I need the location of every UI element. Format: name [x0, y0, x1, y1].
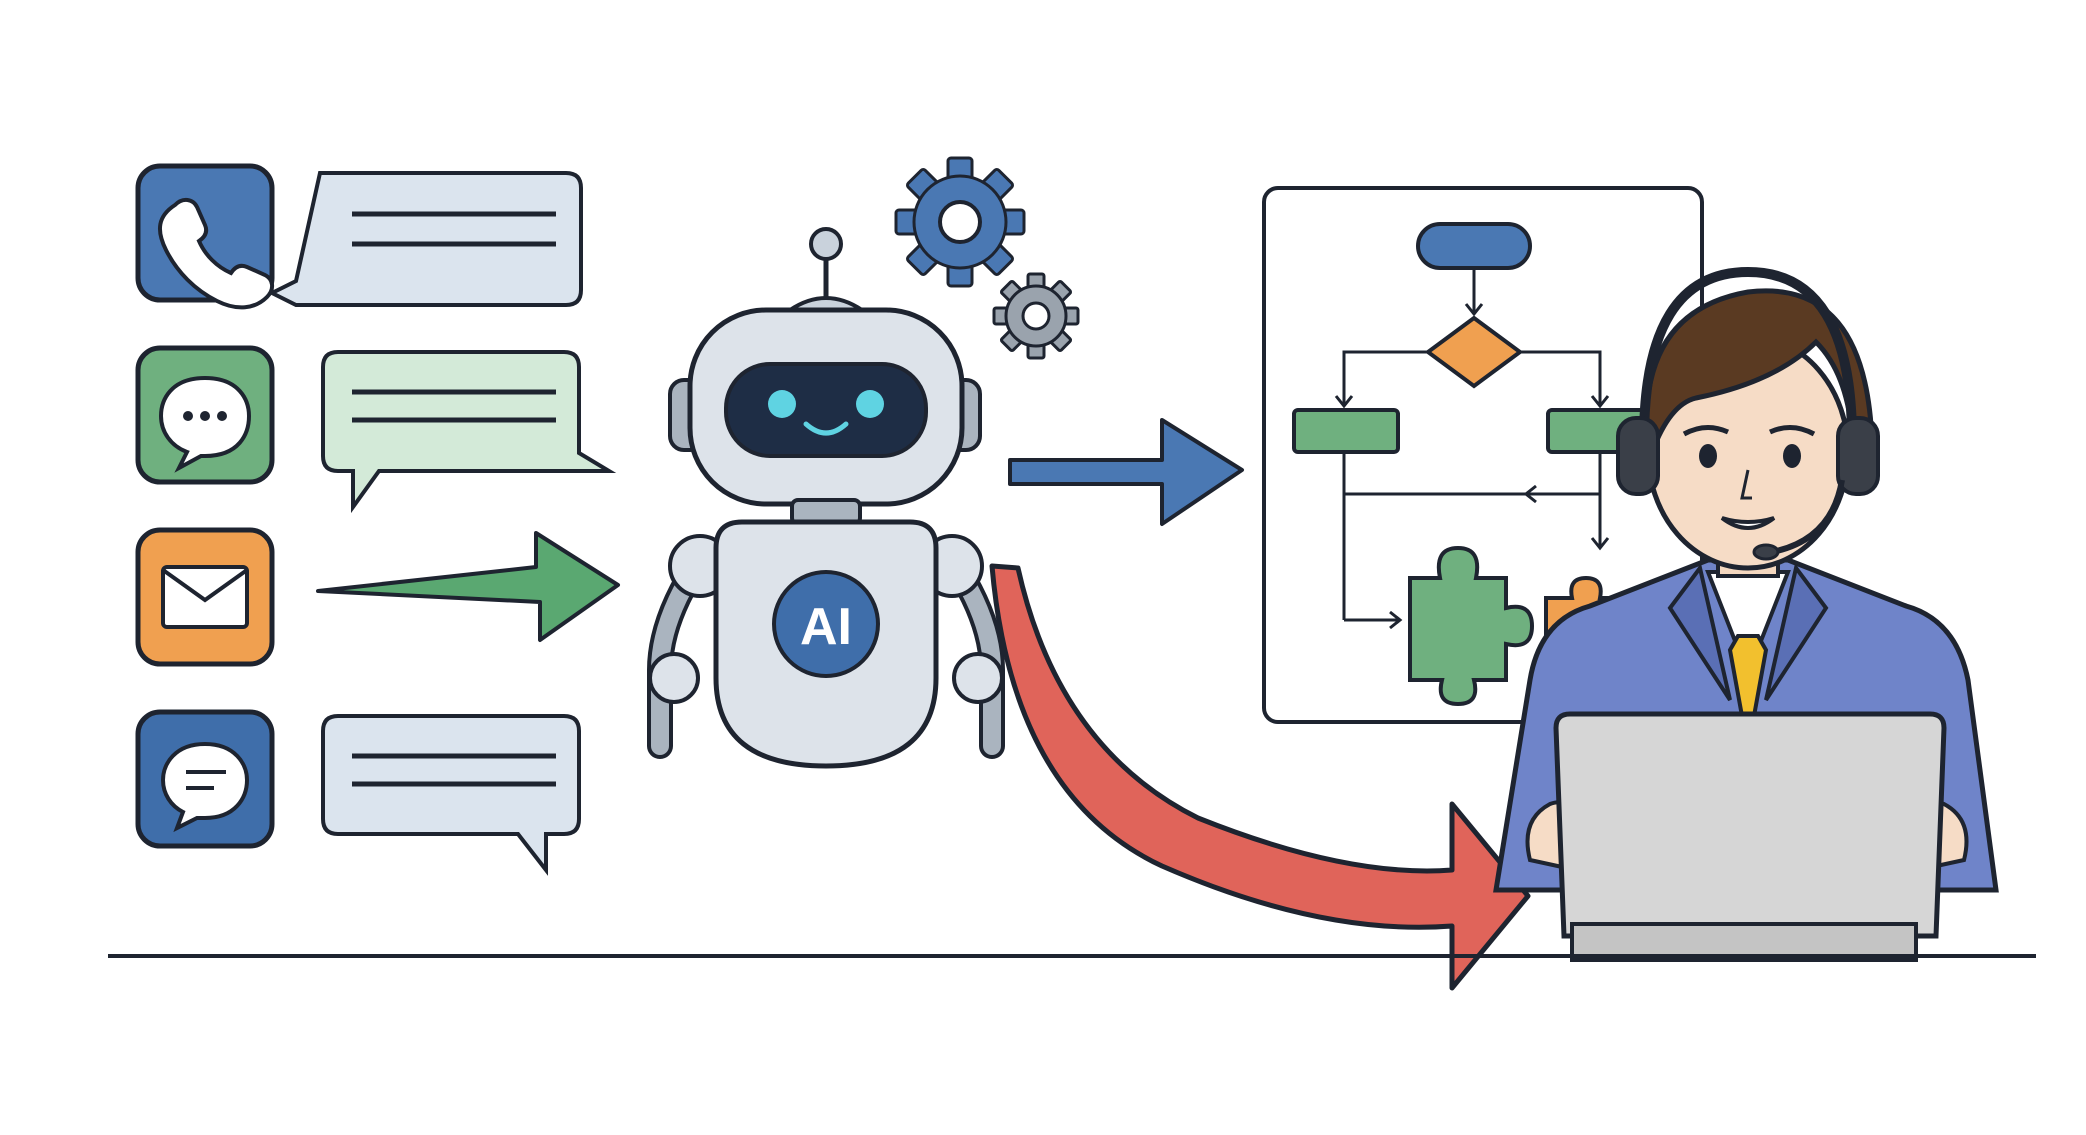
chat-bubble [321, 350, 617, 514]
robot-visor [724, 362, 928, 458]
arrow-to-workflow [1008, 418, 1244, 526]
puzzle-piece-icon [1408, 545, 1535, 707]
message-bubble [321, 714, 581, 876]
flow-process-node [1292, 408, 1400, 454]
robot-eye [768, 390, 796, 418]
robot-antenna-tip [809, 227, 843, 261]
flow-arrowhead [1590, 395, 1610, 409]
headset-mic [1752, 543, 1780, 561]
chat-dot [217, 411, 227, 421]
flow-decision-node [1424, 315, 1524, 389]
email-channel [135, 527, 620, 667]
headset-mic-boom [1771, 479, 1845, 555]
flow-start-node [1416, 222, 1532, 270]
chat-dot [183, 411, 193, 421]
flow-connector [1342, 350, 1428, 406]
chat-dots-bubble [158, 375, 252, 473]
headset-band [1639, 266, 1857, 441]
ai-badge [772, 570, 880, 678]
flow-arrowhead [1464, 303, 1484, 317]
ai-robot: AI [647, 156, 1080, 769]
agent-mouth [1720, 516, 1776, 530]
chat-channel [135, 345, 617, 514]
agent-eye [1783, 444, 1801, 468]
headset-earcup [1836, 416, 1880, 496]
phone-bubble [267, 171, 583, 307]
flow-arrowhead [1523, 484, 1537, 504]
agent-brow [1768, 425, 1816, 437]
agent-eye [1699, 444, 1717, 468]
robot-hand [952, 652, 1004, 704]
message-channel [135, 709, 581, 876]
arrow-to-robot [316, 531, 620, 642]
gear-icon [992, 272, 1080, 360]
phone-channel [135, 163, 583, 310]
laptop-screen-back [1553, 711, 1947, 939]
agent-lapel [1667, 563, 1732, 702]
human-agent [1493, 266, 1999, 962]
gear-icon [894, 156, 1026, 288]
robot-hand [648, 652, 700, 704]
flow-arrowhead [1590, 537, 1610, 551]
ai-badge-label: AI [800, 598, 852, 656]
flow-connector [1520, 350, 1602, 406]
flow-arrowhead [1334, 395, 1354, 409]
headset-earcup [1616, 416, 1660, 496]
agent-brow [1682, 425, 1730, 437]
envelope-flap [161, 568, 249, 603]
robot-eye [856, 390, 884, 418]
phone-handset [157, 198, 274, 310]
agent-lapel [1764, 563, 1829, 702]
robot-smile [803, 421, 849, 436]
flow-arrowhead [1389, 610, 1403, 630]
chat-dot [200, 411, 210, 421]
agent-nose [1740, 469, 1752, 500]
envelope-body [161, 565, 249, 629]
